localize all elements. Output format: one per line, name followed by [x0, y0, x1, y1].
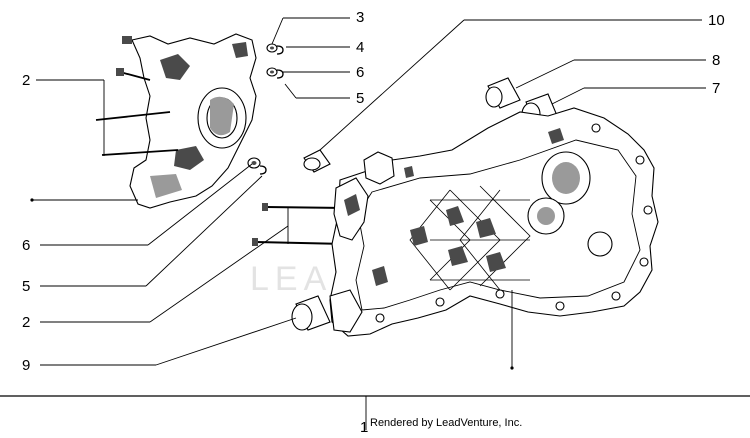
bolt-head [122, 36, 132, 44]
callout-7: 7 [712, 80, 720, 97]
credit-text: Rendered by LeadVenture, Inc. [370, 417, 522, 429]
callout-10: 10 [708, 12, 725, 29]
callout-3: 3 [356, 9, 364, 26]
washer-3 [266, 43, 278, 53]
callout-8: 8 [712, 52, 720, 69]
bolt-1 [95, 111, 171, 121]
bushing-9 [291, 295, 331, 331]
callout-9: 9 [22, 357, 30, 374]
washer-6-top [266, 67, 278, 77]
callout-4: 4 [356, 39, 364, 56]
right-crankcase [329, 107, 659, 337]
callout-1: 1 [360, 419, 368, 436]
pin-8 [485, 77, 521, 109]
bushing-10 [303, 149, 331, 173]
callout-5-left: 5 [22, 278, 30, 295]
callout-2-left: 2 [22, 314, 30, 331]
clip-5-left [259, 165, 267, 175]
leader-dot-left [30, 198, 34, 202]
bolts-2-middle [252, 203, 347, 246]
leader-lines [32, 17, 706, 430]
leader-dot-bottom [510, 366, 514, 370]
callout-2-top: 2 [22, 72, 30, 89]
washer-6-left [247, 157, 261, 169]
bolt-3 [119, 71, 151, 81]
callout-6-left: 6 [22, 237, 30, 254]
left-crankcase-half [95, 33, 257, 209]
callout-6-top: 6 [356, 64, 364, 81]
clip-4 [276, 45, 284, 55]
clip-5-top [276, 69, 284, 79]
callout-5-top: 5 [356, 90, 364, 107]
bolt-2 [101, 149, 179, 156]
